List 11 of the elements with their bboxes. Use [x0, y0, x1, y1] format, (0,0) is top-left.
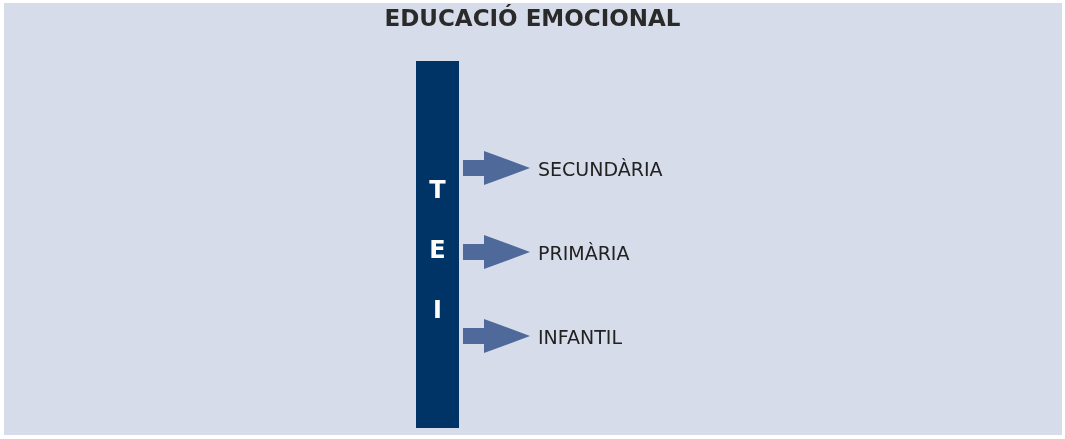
arrow — [463, 235, 530, 269]
level-label: SECUNDÀRIA — [538, 157, 663, 181]
vertical-bar — [416, 61, 459, 428]
bar-letter: T — [428, 176, 447, 204]
diagram-title: EDUCACIÓ EMOCIONAL — [383, 5, 682, 31]
arrow — [463, 151, 530, 185]
bar-letter: I — [432, 296, 443, 324]
level-label: PRIMÀRIA — [538, 241, 630, 265]
bar-letter: E — [428, 236, 447, 264]
arrow — [463, 319, 530, 353]
level-label: INFANTIL — [538, 325, 622, 349]
